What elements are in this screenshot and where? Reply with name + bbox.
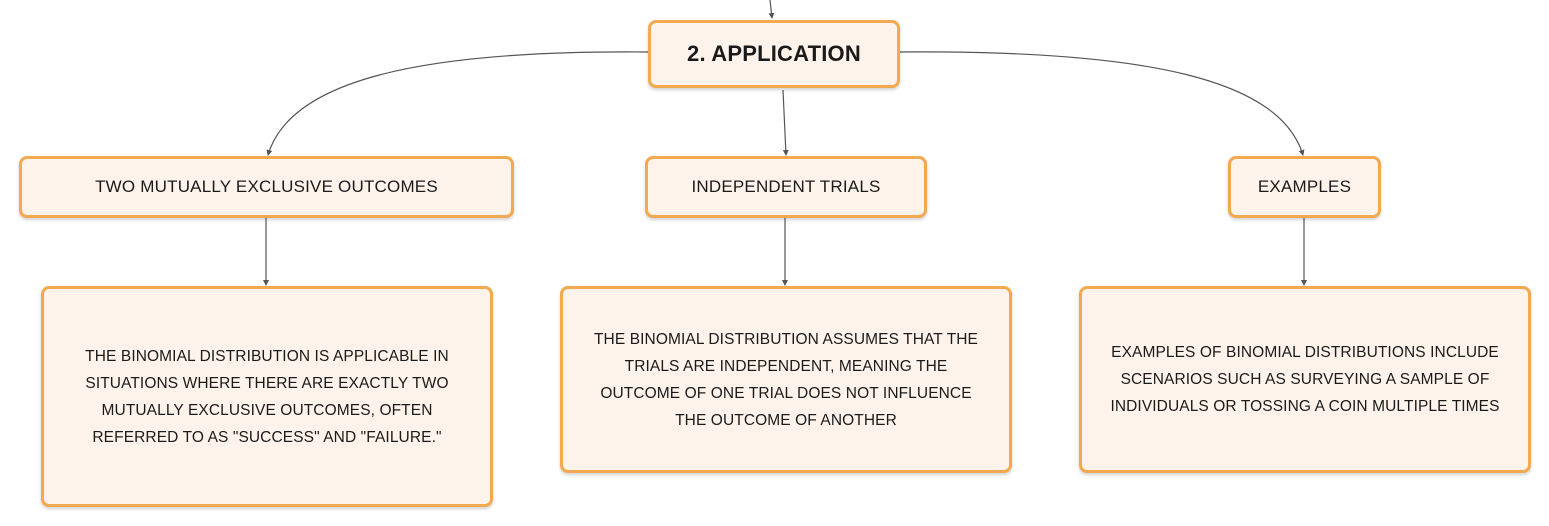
detail-node-text: THE BINOMIAL DISTRIBUTION ASSUMES THAT T…: [593, 330, 978, 429]
root-node[interactable]: 2. APPLICATION: [648, 20, 900, 88]
detail-node-text: THE BINOMIAL DISTRIBUTION IS APPLICABLE …: [85, 347, 449, 446]
connector-root-to-outcomes: [266, 51, 649, 156]
topic-node-outcomes[interactable]: TWO MUTUALLY EXCLUSIVE OUTCOMES: [19, 156, 514, 218]
connector-parent-to-root: [768, 0, 775, 19]
topic-node-trials[interactable]: INDEPENDENT TRIALS: [645, 156, 927, 218]
topic-node-label: INDEPENDENT TRIALS: [691, 177, 881, 196]
topic-node-examples[interactable]: EXAMPLES: [1228, 156, 1381, 218]
detail-node-trials[interactable]: THE BINOMIAL DISTRIBUTION ASSUMES THAT T…: [560, 286, 1012, 473]
detail-node-examples[interactable]: EXAMPLES OF BINOMIAL DISTRIBUTIONS INCLU…: [1079, 286, 1531, 473]
connector-root-to-examples: [899, 51, 1305, 156]
detail-node-text: EXAMPLES OF BINOMIAL DISTRIBUTIONS INCLU…: [1110, 344, 1500, 415]
connector-root-to-trials: [782, 89, 789, 156]
topic-node-label: TWO MUTUALLY EXCLUSIVE OUTCOMES: [95, 177, 438, 196]
root-node-label: 2. APPLICATION: [687, 41, 861, 66]
detail-node-outcomes[interactable]: THE BINOMIAL DISTRIBUTION IS APPLICABLE …: [41, 286, 493, 507]
topic-node-label: EXAMPLES: [1257, 177, 1352, 196]
